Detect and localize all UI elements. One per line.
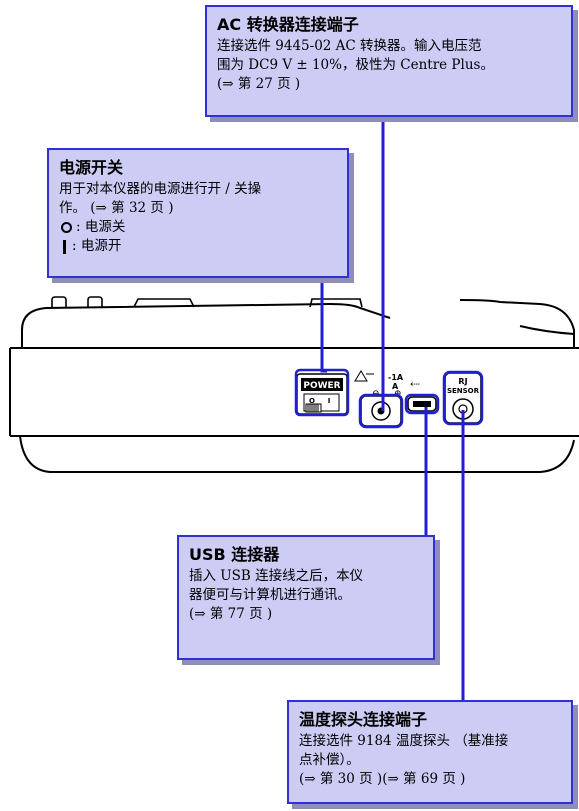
- warning-icon: [354, 370, 368, 382]
- power-on-row: : 电源开: [59, 237, 337, 256]
- callout-usb-connector: USB 连接器 插入 USB 连接线之后，本仪 器便可与计算机进行通讯。 (⇒ …: [177, 535, 435, 660]
- callout-power-title: 电源开关: [59, 158, 124, 177]
- power-on-icon: [63, 239, 66, 254]
- callout-temp-line-3: (⇒ 第 30 页 )(⇒ 第 69 页 ): [299, 771, 466, 787]
- callout-usb-line-1: 插入 USB 连接线之后，本仪: [189, 568, 364, 584]
- switch-slider: [305, 403, 322, 413]
- callout-ac-line-3: (⇒ 第 27 页 ): [217, 76, 301, 92]
- ac-rating-1: -1A: [388, 373, 404, 382]
- usb-port: ⇠: [407, 377, 437, 412]
- ac-rating-2: A: [392, 382, 399, 391]
- switch-off-mark: O: [309, 397, 315, 405]
- callout-ac-line-2: 围为 DC9 V ± 10%，极性为 Centre Plus。: [217, 57, 494, 73]
- leader-highlights: [294, 368, 484, 429]
- callout-usb-line-2: 器便可与计算机进行通讯。: [189, 587, 351, 603]
- callout-ac-adapter: AC 转换器连接端子 连接选件 9445-02 AC 转换器。输入电压范 围为 …: [205, 5, 573, 117]
- callout-temp-line-2: 点补偿）。: [299, 752, 360, 768]
- rj-label: RJ: [458, 377, 467, 386]
- leader-power: [320, 278, 327, 373]
- callout-temp-line-1: 连接选件 9184 温度探头 （基准接: [299, 733, 509, 749]
- callout-power-line-2: 作。 (⇒ 第 32 页 ): [59, 200, 174, 216]
- power-switch: POWER O I: [296, 373, 348, 415]
- callout-usb-line-3: (⇒ 第 77 页 ): [189, 606, 273, 622]
- power-label: POWER: [303, 381, 340, 391]
- callout-usb-title: USB 连接器: [189, 545, 280, 564]
- switch-on-mark: I: [328, 397, 331, 405]
- callout-temp-title: 温度探头连接端子: [299, 710, 428, 729]
- callout-temperature-sensor: 温度探头连接端子 连接选件 9184 温度探头 （基准接 点补偿）。 (⇒ 第 …: [287, 700, 573, 804]
- callout-ac-line-1: 连接选件 9445-02 AC 转换器。输入电压范: [217, 38, 482, 54]
- usb-icon: ⇠: [410, 377, 420, 391]
- callout-power-line-1: 用于对本仪器的电源进行开 / 关操: [59, 181, 262, 197]
- device-top-bumps: [51, 296, 363, 308]
- power-off-text: : 电源关: [76, 219, 126, 235]
- power-on-text: : 电源开: [72, 238, 122, 254]
- ac-adapter-jack: -1A A ⊖ ⊕: [354, 370, 404, 427]
- power-off-icon: [61, 222, 72, 233]
- device-body: [9, 299, 579, 473]
- callout-power-switch: 电源开关 用于对本仪器的电源进行开 / 关操 作。 (⇒ 第 32 页 ) : …: [47, 148, 349, 278]
- sensor-label: SENSOR: [447, 387, 480, 395]
- callout-ac-title: AC 转换器连接端子: [217, 15, 359, 34]
- power-off-row: : 电源关: [59, 218, 337, 237]
